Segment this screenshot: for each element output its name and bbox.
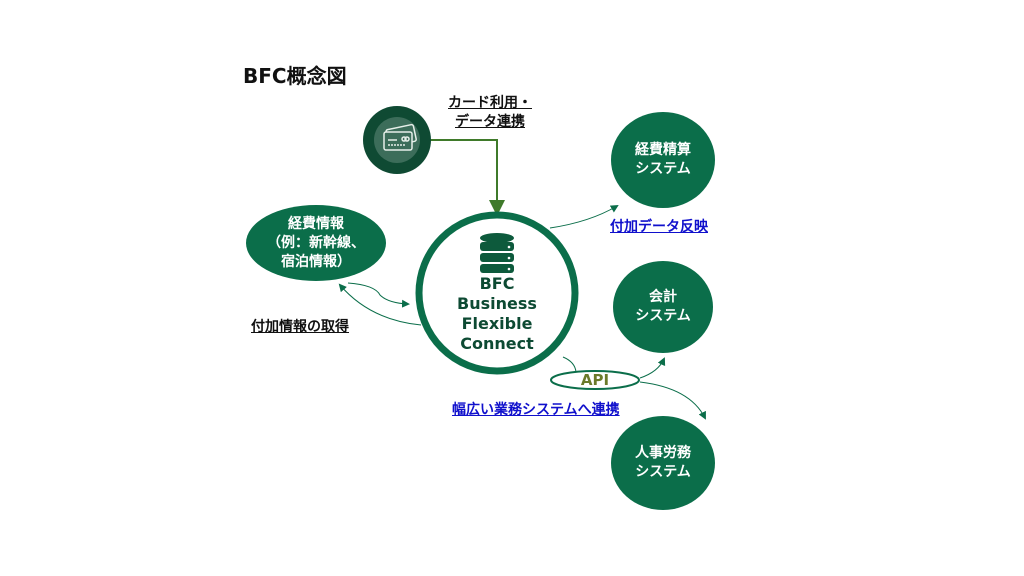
- system-line: システム: [635, 308, 691, 324]
- system-line: 会計: [649, 289, 677, 305]
- hr-system-node: 人事労務システム: [611, 416, 715, 510]
- accounting-system-node: 会計システム: [613, 261, 713, 353]
- card-label-line: データ連携: [455, 114, 525, 130]
- bfc-core-text: BFC Business Flexible Connect: [440, 230, 554, 354]
- expense-info-line: （例：新幹線、: [267, 234, 365, 251]
- core-line: Connect: [460, 334, 534, 353]
- expense-info-line: 経費情報: [288, 215, 344, 232]
- credit-card-icon: [383, 123, 417, 151]
- api-to-hr: [639, 381, 706, 420]
- system-line: 人事労務: [635, 445, 691, 461]
- api-link: [562, 356, 577, 373]
- system-line: システム: [635, 464, 691, 480]
- expense-info-line: 宿泊情報）: [281, 253, 351, 270]
- core-line: Business: [457, 294, 537, 313]
- expense-info-node: 経費情報 （例：新幹線、宿泊情報）: [246, 205, 386, 281]
- system-line: システム: [635, 161, 691, 177]
- fetch-arrow-in: [347, 282, 410, 308]
- page-title: BFC概念図: [243, 64, 347, 88]
- api-to-accounting: [639, 357, 666, 379]
- fetch-label: 付加情報の取得: [251, 319, 349, 335]
- database-icon: [480, 233, 514, 273]
- card-label-line: カード利用・: [448, 95, 532, 111]
- core-line: Flexible: [461, 314, 533, 333]
- fetch-arrow-out: [338, 283, 422, 326]
- card-arrow: [430, 139, 505, 216]
- bfc-core-circle: [415, 211, 579, 375]
- api-ellipse: [550, 370, 640, 390]
- integration-label: 幅広い業務システムへ連携: [452, 402, 620, 418]
- card-label: カード利用・ データ連携: [448, 94, 532, 132]
- system-line: 経費精算: [635, 142, 691, 158]
- reflect-arrow: [549, 204, 619, 229]
- core-abbr: BFC: [479, 274, 515, 293]
- api-label: API: [580, 371, 610, 389]
- expense-system-node: 経費精算システム: [611, 112, 715, 208]
- reflect-label: 付加データ反映: [610, 219, 708, 235]
